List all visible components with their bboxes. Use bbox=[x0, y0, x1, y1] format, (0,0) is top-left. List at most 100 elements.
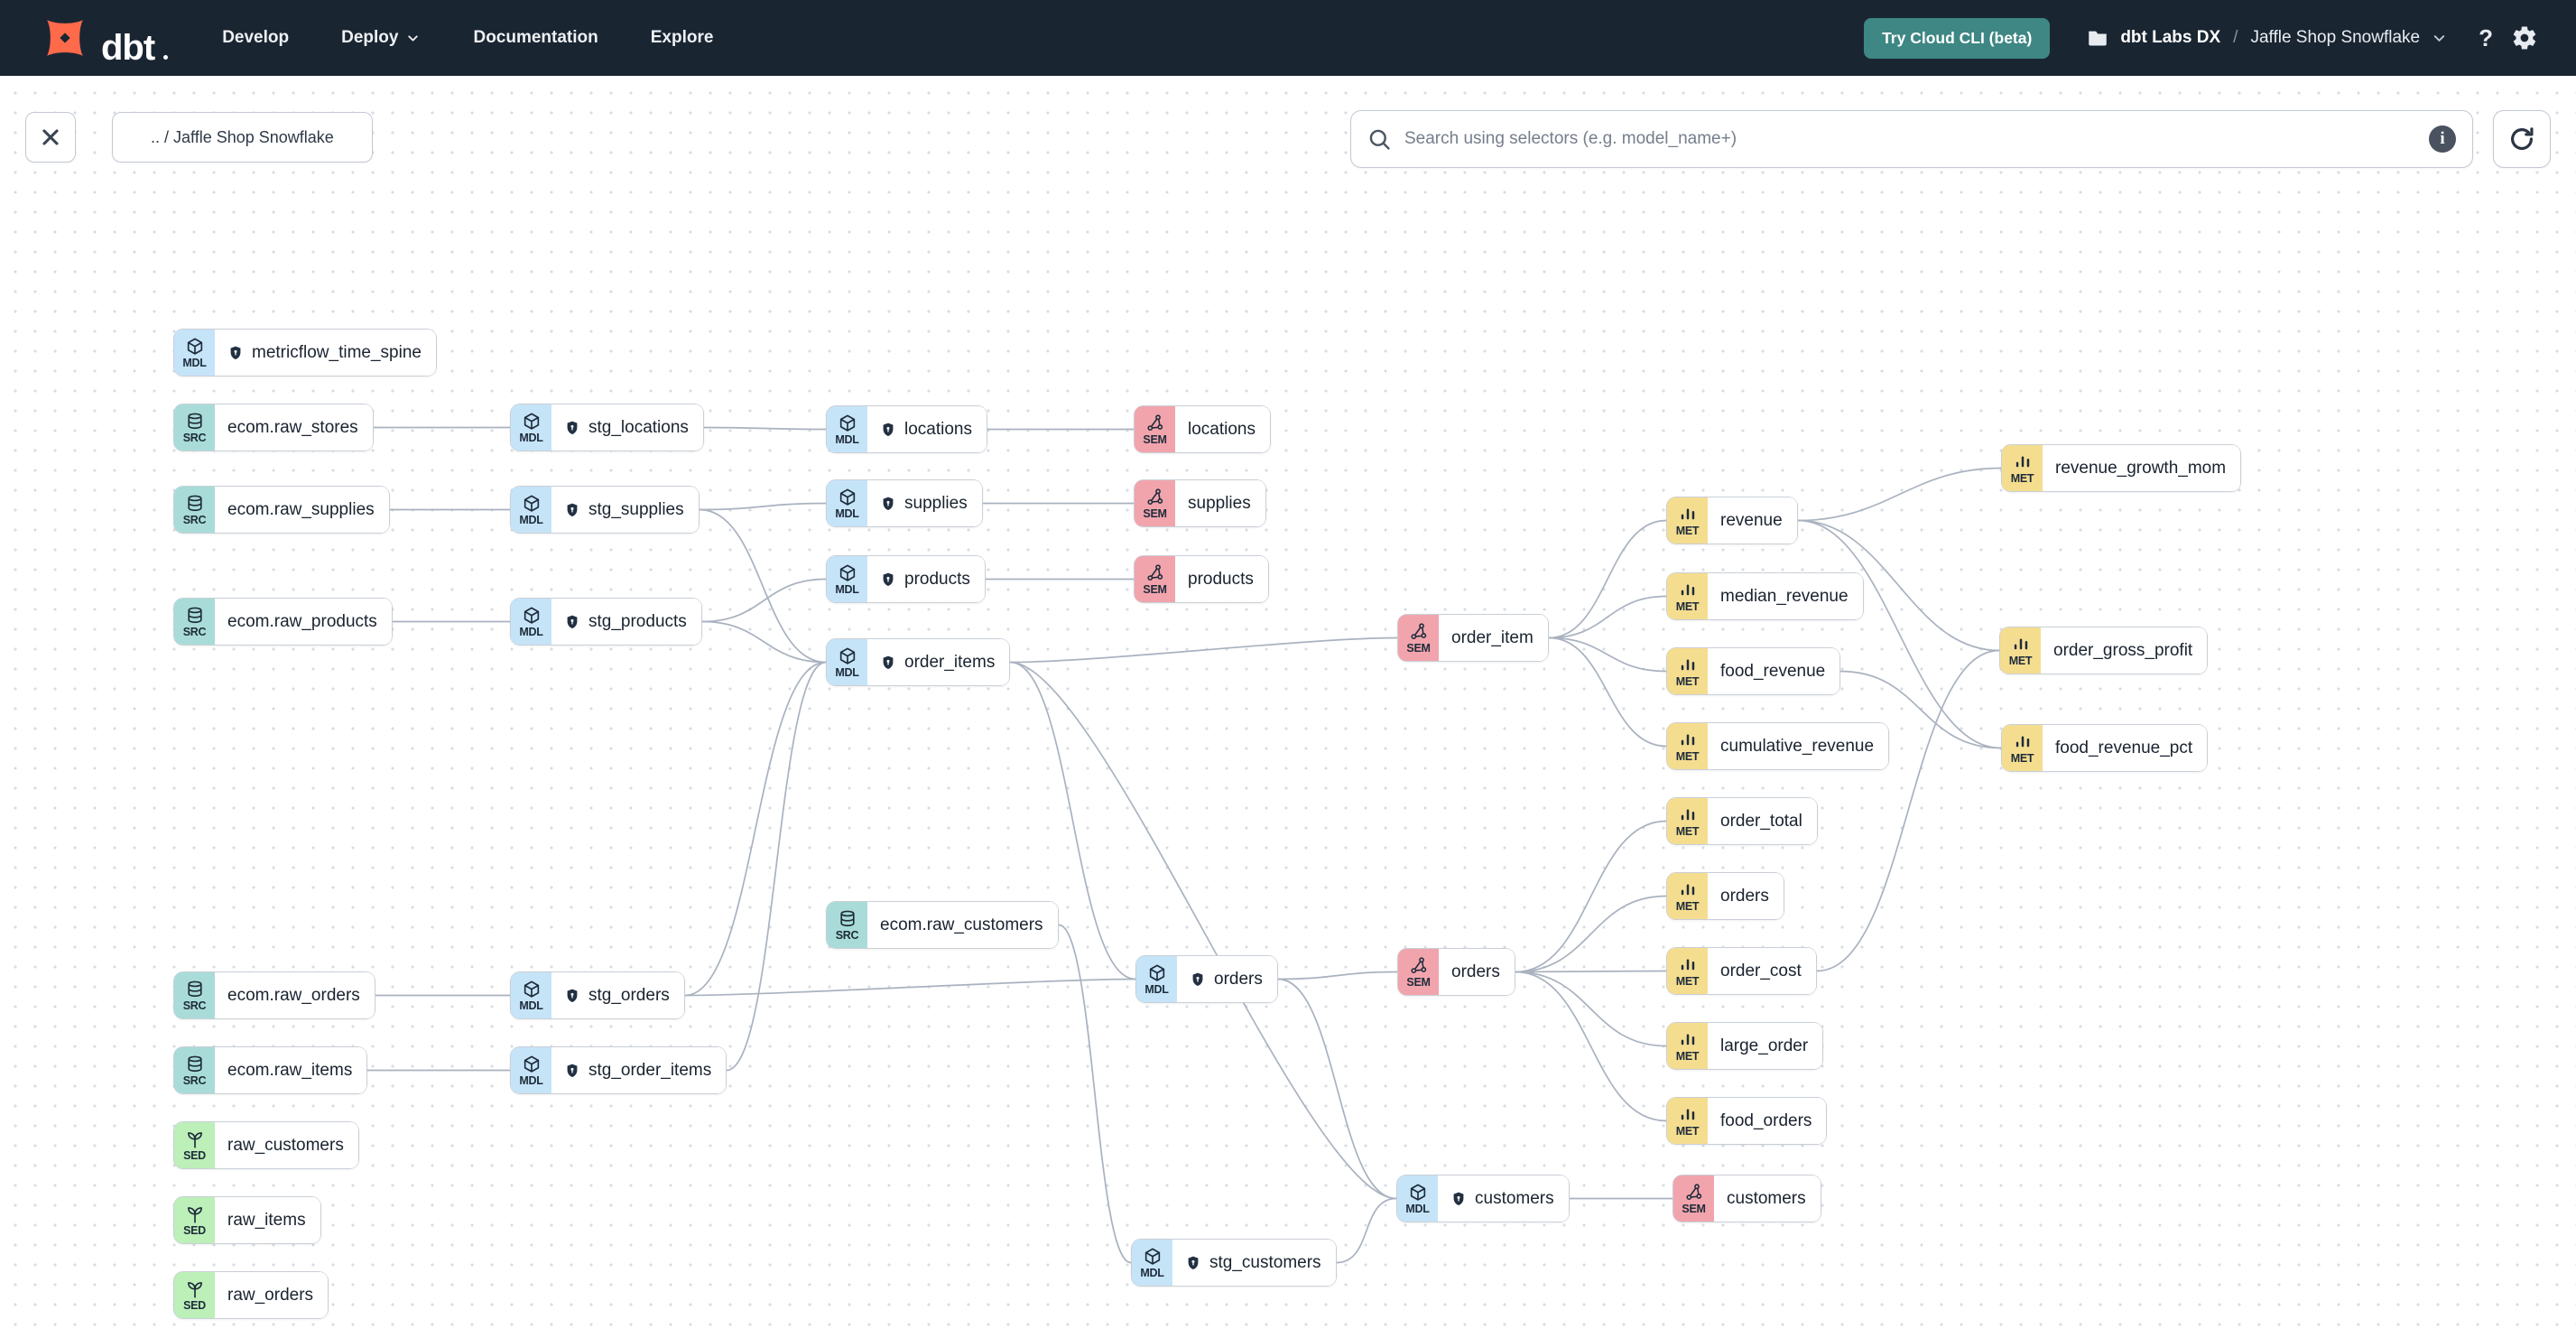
node-type-badge: MDL bbox=[835, 506, 859, 520]
model-cube-icon: MDL bbox=[827, 480, 867, 526]
node-type-badge: MET bbox=[1675, 974, 1700, 988]
search-icon bbox=[1369, 129, 1390, 150]
refresh-button[interactable] bbox=[2493, 110, 2551, 168]
project-switcher[interactable]: dbt Labs DX / Jaffle Shop Snowflake bbox=[2086, 26, 2448, 50]
node-type-badge: SRC bbox=[182, 999, 207, 1012]
shield-icon bbox=[883, 423, 894, 436]
node-type-badge: SRC bbox=[182, 513, 207, 526]
node-body: supplies bbox=[867, 480, 982, 526]
node-type-badge: SRC bbox=[182, 1073, 207, 1087]
edge-stg_products-to-order_items_mdl bbox=[701, 620, 827, 664]
nav-item-deploy[interactable]: Deploy bbox=[341, 28, 421, 48]
metric-chart-icon: MET bbox=[1667, 798, 1708, 844]
info-icon[interactable]: i bbox=[2429, 125, 2456, 153]
node-label: revenue_growth_mom bbox=[2055, 458, 2227, 478]
nav-item-documentation[interactable]: Documentation bbox=[473, 28, 598, 47]
semantic-model-icon: SEM bbox=[1673, 1175, 1714, 1222]
try-cloud-cli-button[interactable]: Try Cloud CLI (beta) bbox=[1864, 17, 2051, 59]
nav-item-explore[interactable]: Explore bbox=[650, 28, 714, 47]
search-input[interactable] bbox=[1403, 128, 2418, 150]
close-button[interactable] bbox=[25, 112, 76, 163]
node-label: food_orders bbox=[1720, 1110, 1812, 1130]
node-type-badge: MDL bbox=[182, 356, 207, 369]
source-database-icon: SRC bbox=[174, 404, 215, 451]
node-supplies_mdl[interactable]: MDL supplies bbox=[826, 479, 983, 527]
node-label: locations bbox=[904, 419, 972, 439]
node-label: orders bbox=[1214, 969, 1263, 989]
shield-icon bbox=[230, 346, 241, 359]
node-label: order_item bbox=[1451, 627, 1534, 647]
node-body: revenue_growth_mom bbox=[2043, 445, 2241, 491]
node-raw_orders_src[interactable]: SRC ecom.raw_orders bbox=[173, 971, 375, 1019]
node-body: locations bbox=[867, 406, 987, 452]
seed-sprout-icon: SED bbox=[174, 1122, 215, 1168]
node-type-badge: MDL bbox=[519, 513, 543, 526]
node-label: raw_orders bbox=[227, 1285, 314, 1305]
node-label: ecom.raw_orders bbox=[227, 985, 360, 1005]
metric-chart-icon: MET bbox=[1667, 873, 1708, 919]
node-body: orders bbox=[1708, 873, 1784, 919]
node-label: order_cost bbox=[1720, 961, 1802, 980]
node-label: ecom.raw_products bbox=[227, 611, 377, 631]
shield-icon bbox=[567, 1064, 578, 1077]
model-cube-icon: MDL bbox=[827, 639, 867, 685]
node-label: ecom.raw_supplies bbox=[227, 499, 375, 519]
nav-item-develop[interactable]: Develop bbox=[222, 28, 290, 47]
node-label: stg_order_items bbox=[588, 1060, 712, 1080]
breadcrumb[interactable]: .. / Jaffle Shop Snowflake bbox=[112, 112, 373, 163]
node-body: supplies bbox=[1175, 480, 1265, 526]
settings-button[interactable] bbox=[2511, 24, 2538, 51]
metric-chart-icon: MET bbox=[2002, 725, 2043, 771]
node-type-badge: MDL bbox=[519, 999, 543, 1012]
shield-icon bbox=[567, 615, 578, 628]
dbt-logo[interactable]: dbt bbox=[38, 11, 169, 66]
node-label: orders bbox=[1451, 962, 1500, 981]
model-cube-icon: MDL bbox=[511, 599, 551, 645]
model-cube-icon: MDL bbox=[1397, 1175, 1438, 1222]
top-navbar: dbt Develop Deploy Documentation Explore… bbox=[0, 0, 2576, 76]
node-body: cumulative_revenue bbox=[1708, 723, 1889, 769]
help-button[interactable]: ? bbox=[2479, 24, 2493, 51]
node-label: orders bbox=[1720, 886, 1769, 906]
node-order_cost_met[interactable]: MET order_cost bbox=[1666, 947, 1817, 995]
shield-icon bbox=[1188, 1256, 1199, 1269]
node-raw_supplies_src[interactable]: SRC ecom.raw_supplies bbox=[173, 486, 390, 534]
node-orders_met[interactable]: MET orders bbox=[1666, 872, 1784, 920]
